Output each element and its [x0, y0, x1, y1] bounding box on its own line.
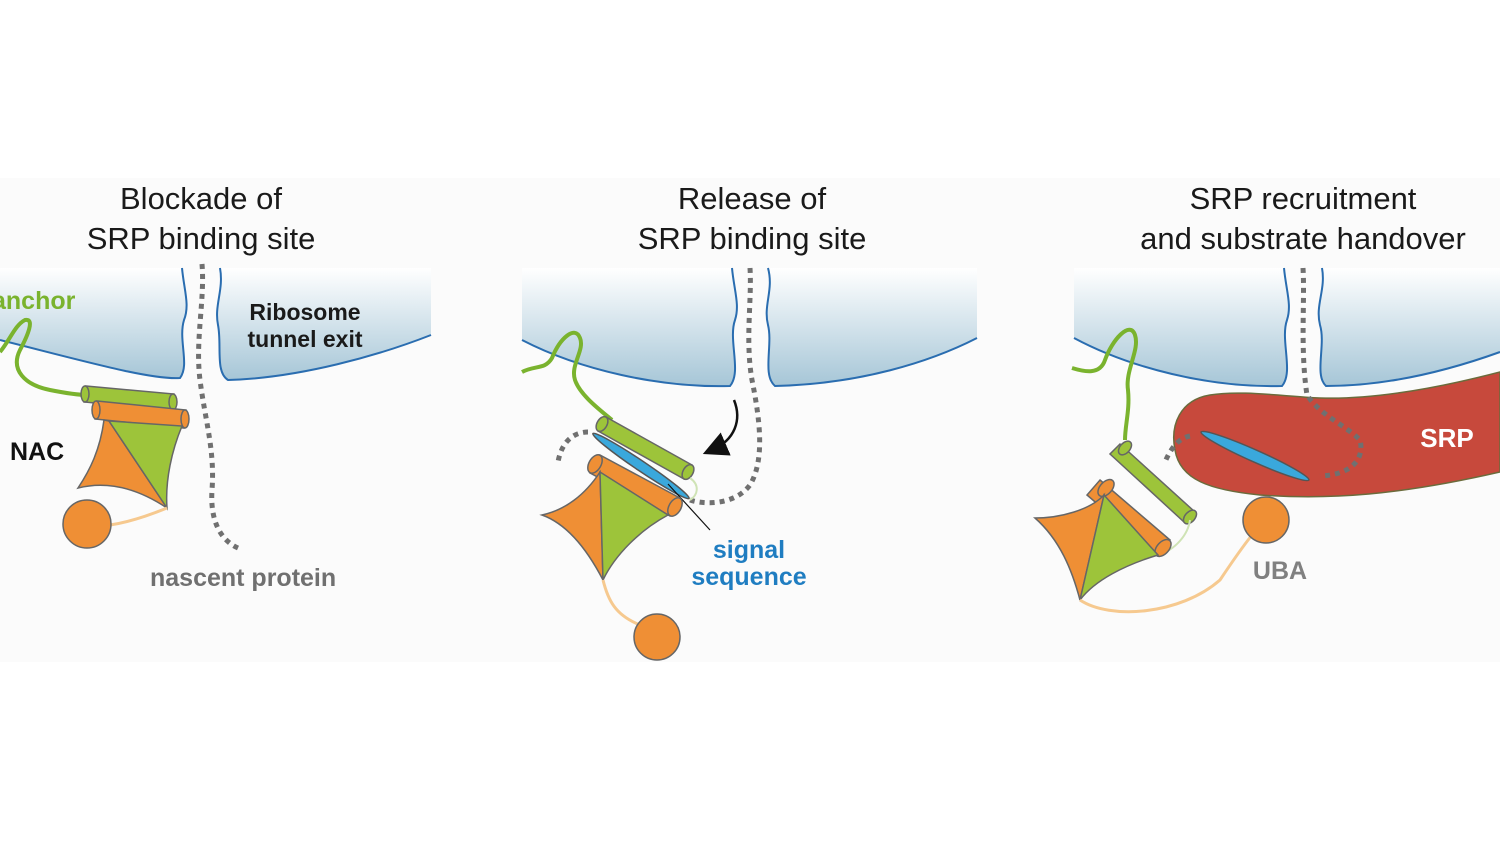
ribosome-left-lobe [0, 268, 187, 379]
uba-linker [1079, 534, 1254, 614]
anchor-label: anchor [0, 287, 76, 315]
nac-label: NAC [10, 438, 64, 466]
ribosome-right-outline [1317, 267, 1500, 388]
anchor-chain [1071, 327, 1139, 441]
anchor-chain [521, 330, 614, 422]
release-arrow-icon [702, 399, 739, 456]
nascent-protein-chain [689, 267, 763, 506]
srp-particle [1173, 371, 1500, 498]
uba-linker [109, 506, 168, 527]
panel-1-title-line2: SRP binding site [87, 221, 316, 256]
uba-domain [62, 499, 112, 549]
nac-body-orange [1033, 492, 1106, 601]
ribosome-right-lobe [1318, 268, 1500, 386]
ribosome-right-outline [216, 267, 432, 382]
ribosome-left-outline [0, 267, 188, 380]
panel-2-title-line2: SRP binding site [638, 221, 867, 256]
nac-helix-green [1108, 440, 1198, 525]
signal-sequence [1200, 430, 1310, 482]
nac-helix-orange [587, 453, 683, 518]
nascent-protein-label: nascent protein [150, 564, 336, 592]
ribosome-right-outline [765, 267, 978, 388]
nascent-protein-chain [196, 263, 240, 551]
nac-helix-green [595, 415, 695, 481]
helix-linker [689, 477, 698, 501]
uba-label: UBA [1253, 557, 1307, 585]
nac-body-green [599, 470, 670, 581]
nascent-protein-chain-n-term [555, 429, 589, 463]
ribosome-left-outline [1073, 267, 1290, 388]
nascent-protein-chain-n-term [1162, 433, 1191, 463]
signal-sequence-label-line1: signal [713, 536, 785, 564]
ribosome-left-outline [521, 267, 738, 388]
nac-body-green [1079, 493, 1160, 601]
uba-domain [1242, 496, 1290, 544]
nac-body-orange [76, 419, 168, 509]
panel-1-title-line1: Blockade of [120, 181, 282, 216]
panel-release: Release of SRP binding site [521, 181, 978, 661]
ribosome-right-lobe [217, 268, 431, 380]
ribosome-left-lobe [1074, 268, 1289, 387]
nac-body-orange [539, 469, 604, 581]
panel-3-title-line2: and substrate handover [1140, 221, 1466, 256]
ribosome-label-line2: tunnel exit [247, 326, 362, 352]
nac-body-green [107, 420, 184, 511]
ribosome-right-lobe [766, 268, 977, 386]
ribosome-left-lobe [522, 268, 737, 387]
uba-linker [601, 579, 641, 627]
ribosome-label-line1: Ribosome [249, 299, 360, 325]
panel-2-title-line1: Release of [678, 181, 827, 216]
uba-domain [633, 613, 681, 661]
srp-label: SRP [1420, 423, 1473, 453]
signal-sequence-pointer [667, 483, 711, 531]
panel-srp-recruitment: SRP recruitment and substrate handover S… [1033, 181, 1500, 614]
nascent-protein-chain [1300, 267, 1364, 479]
panel-3-title-line1: SRP recruitment [1190, 181, 1417, 216]
anchor-chain [0, 317, 89, 397]
signal-sequence [592, 432, 690, 500]
signal-sequence-label-line2: sequence [691, 563, 806, 591]
panel-blockade: Blockade of SRP binding site Ribosome tu… [0, 181, 432, 592]
